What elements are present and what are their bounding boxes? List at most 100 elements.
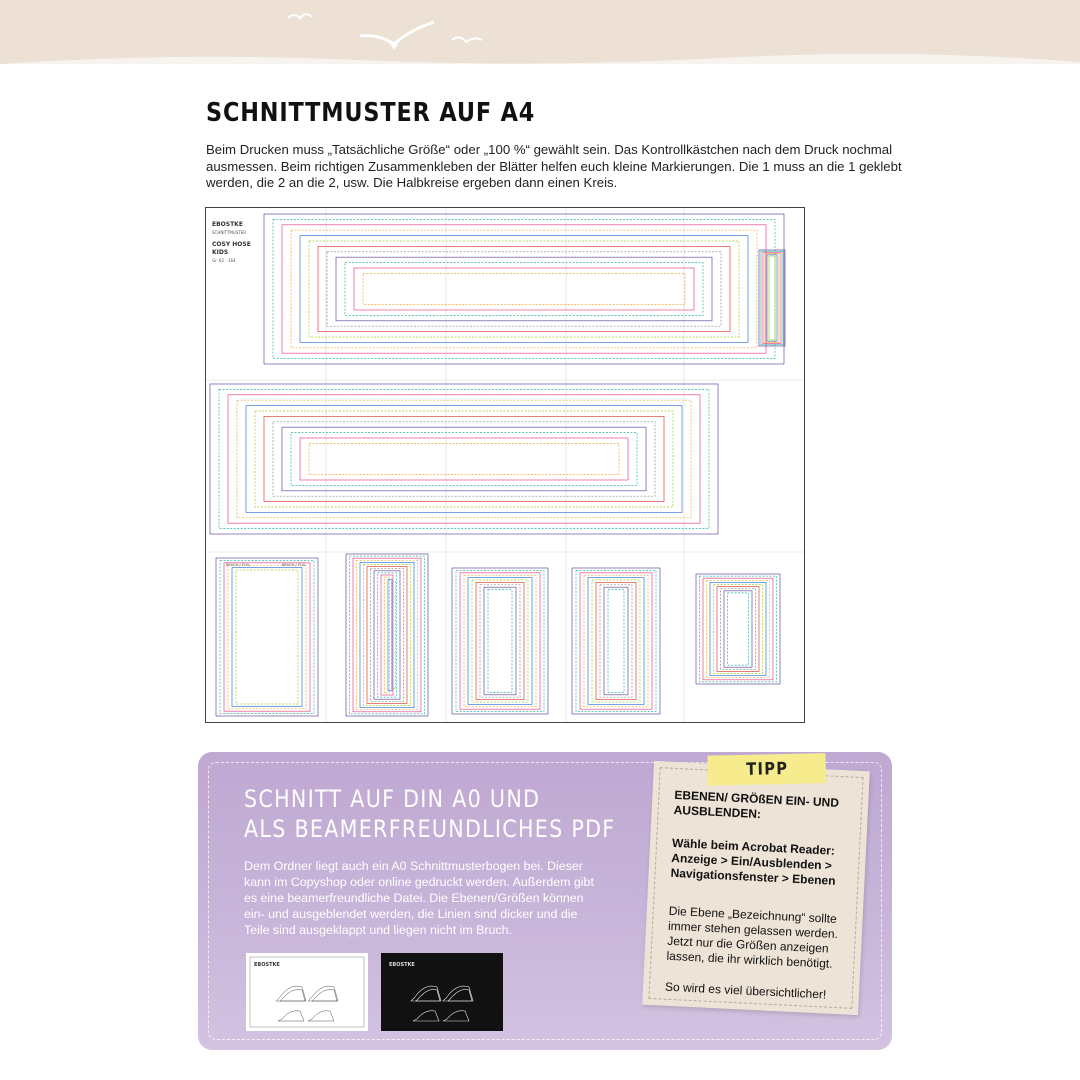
cuff-piece-size-line	[356, 559, 418, 711]
waistband-piece-size-line	[223, 562, 311, 712]
pattern-brand-sub: SCHNITTMUSTER	[212, 230, 246, 235]
cuff-piece-size-line	[384, 576, 390, 694]
back-pant-piece-size-line	[272, 219, 776, 359]
page-title: SCHNITTMUSTER AUF A4	[206, 98, 536, 128]
info-box-text: Dem Ordner liegt auch ein A0 Schnittmust…	[244, 859, 594, 937]
tag-piece-size-line	[768, 255, 776, 341]
back-pocket-piece-size-line	[727, 592, 749, 666]
front-pant-piece-size-line	[254, 410, 674, 508]
cuff-piece-size-line	[349, 555, 425, 715]
pocket-piece-b-size-line	[595, 582, 637, 700]
back-pocket-piece-size-line	[723, 590, 753, 668]
info-heading-line2: ALS BEAMERFREUNDLICHES PDF	[244, 815, 616, 843]
front-pant-piece-size-line	[245, 405, 683, 513]
pocket-piece-b-size-line	[575, 570, 657, 712]
waistband-piece-size-line	[219, 560, 315, 714]
back-pant-piece-size-line	[353, 267, 695, 311]
back-pant-piece-size-line	[326, 251, 722, 327]
pocket-piece-b-size-line	[591, 579, 641, 703]
cuff-piece-size-line	[366, 566, 408, 704]
pocket-piece-b-size-line	[571, 567, 661, 715]
a0-sheet-thumbnail: EBOSTKE	[246, 953, 368, 1031]
stitch-border	[208, 762, 882, 1040]
back-pocket-piece-size-line	[702, 577, 774, 681]
cuff-piece-size-line	[359, 562, 415, 708]
front-pant-piece-size-line	[209, 383, 719, 535]
tag-piece-size-line	[762, 252, 782, 344]
front-pant-piece-size-line	[281, 426, 647, 492]
beamer-pdf-drawing: EBOSTKE	[389, 962, 474, 1022]
pattern-sizes: Gr. 62 - 164	[212, 258, 236, 263]
pocket-piece-a-size-line	[479, 584, 521, 698]
beamer-thumb-brand: EBOSTKE	[389, 962, 415, 968]
pocket-piece-a-size-line	[483, 586, 517, 696]
back-pocket-piece-size-line	[709, 582, 767, 676]
pocket-piece-b-size-line	[587, 577, 645, 705]
front-pant-piece-size-line	[227, 394, 701, 524]
back-pocket-piece-size-line	[706, 579, 770, 679]
back-pant-piece-size-line	[362, 273, 686, 305]
cuff-piece-size-line	[363, 564, 411, 706]
back-pocket-piece-size-line	[699, 575, 777, 683]
tag-piece-size-line	[758, 249, 786, 347]
pocket-piece-b-size-line	[607, 589, 625, 693]
pocket-piece-b-size-line	[599, 584, 633, 698]
pocket-piece-a-size-line	[467, 577, 533, 705]
back-pant-piece-size-line	[308, 240, 740, 338]
waistband-piece-size-line	[227, 564, 307, 710]
cuff-piece-size-line	[373, 570, 401, 700]
front-pant-piece-size-line	[263, 416, 665, 502]
cuff-piece-size-line	[377, 572, 397, 698]
pattern-brand: EBOSTKE	[212, 221, 243, 228]
back-pocket-piece-size-line	[713, 584, 763, 674]
pattern-fold-label-2: BRUCH / FOIL	[282, 563, 306, 567]
tip-body: Die Ebene „Bezeichnung“ sollte immer ste…	[666, 903, 839, 971]
pocket-piece-a-size-line	[463, 574, 537, 708]
tip-note: TIPP EBENEN/ GRÖßEN EIN- UND AUSBLENDEN:…	[642, 753, 870, 1016]
back-pant-piece-size-line	[263, 213, 785, 365]
back-pocket-piece-size-line	[720, 588, 756, 670]
back-pocket-piece-size-line	[716, 586, 760, 672]
pocket-piece-b-size-line	[579, 572, 653, 710]
pattern-pieces-drawing: EBOSTKE SCHNITTMUSTER COSY HOSE KIDS Gr.…	[206, 208, 804, 722]
waistband-piece-size-line	[231, 567, 303, 707]
pocket-piece-a-size-line	[455, 570, 545, 712]
seagull-illustration	[0, 13, 1080, 64]
back-pant-piece-size-line	[281, 224, 767, 354]
back-pant-piece-size-line	[290, 229, 758, 349]
cuff-piece-size-line	[370, 568, 404, 702]
pattern-fold-label: BRUCH / FOIL	[226, 563, 250, 567]
a0-sheet-drawing: EBOSTKE	[249, 956, 365, 1028]
tip-label: TIPP	[745, 758, 789, 780]
pocket-piece-a-size-line	[451, 567, 549, 715]
front-pant-piece-size-line	[218, 389, 710, 529]
front-pant-piece-size-line	[236, 399, 692, 519]
pattern-product-line1: COSY HOSE	[212, 241, 251, 248]
pocket-piece-a-size-line	[459, 572, 541, 710]
pattern-label-block: EBOSTKE SCHNITTMUSTER COSY HOSE KIDS Gr.…	[212, 221, 306, 567]
pocket-piece-b-size-line	[603, 586, 629, 696]
cuff-piece-size-line	[352, 557, 422, 713]
back-pant-piece-size-line	[299, 235, 749, 343]
front-pant-piece-size-line	[308, 443, 620, 475]
pocket-piece-a-size-line	[487, 589, 513, 693]
front-pant-piece-size-line	[299, 437, 629, 481]
pocket-piece-a-size-line	[471, 579, 529, 703]
a0-thumb-brand: EBOSTKE	[254, 962, 280, 968]
back-pant-piece-size-line	[335, 256, 713, 322]
intro-paragraph: Beim Drucken muss „Tatsächliche Größe“ o…	[206, 142, 902, 190]
cuff-piece-size-line	[345, 553, 429, 717]
info-heading-line1: SCHNITT AUF DIN A0 UND	[244, 785, 541, 813]
info-box-heading: SCHNITT AUF DIN A0 UND ALS BEAMERFREUNDL…	[244, 784, 615, 844]
beamer-pdf-thumbnail: EBOSTKE	[381, 953, 503, 1031]
tag-piece-size-line	[766, 254, 778, 342]
back-pant-piece-size-line	[344, 262, 704, 316]
waistband-piece-size-line	[215, 557, 319, 717]
tag-piece-size-line	[760, 250, 784, 346]
pocket-piece-a-size-line	[475, 582, 525, 700]
back-pocket-piece-size-line	[695, 573, 781, 685]
pattern-product-line2: KIDS	[212, 249, 228, 256]
cuff-piece-size-line	[391, 580, 396, 690]
cuff-piece-size-line	[387, 578, 393, 692]
top-decorative-band	[0, 0, 1080, 64]
